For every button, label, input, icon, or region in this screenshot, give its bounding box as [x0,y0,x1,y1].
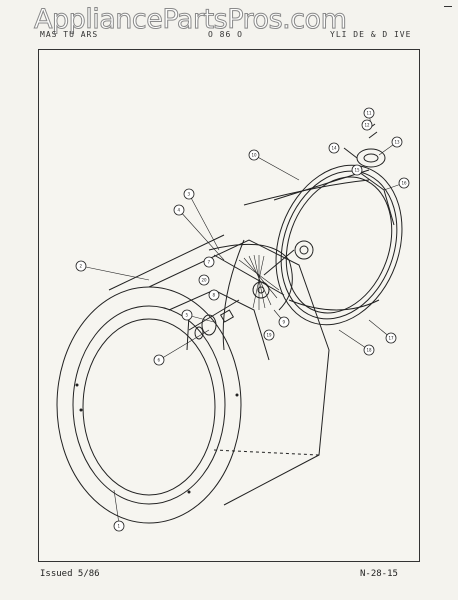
callout-10: 10 [248,149,260,161]
svg-text:19: 19 [267,333,273,338]
svg-text:20: 20 [202,278,208,283]
callout-18: 18 [363,344,375,356]
callout-16: 16 [398,177,410,189]
svg-text:12: 12 [365,123,371,128]
svg-text:5: 5 [186,313,189,318]
callout-1: 1 [113,520,125,532]
svg-text:17: 17 [389,336,395,341]
page-code: N-28-15 [360,569,398,579]
svg-text:13: 13 [395,140,401,145]
svg-text:10: 10 [252,153,258,158]
page-header: AppliancePartsPros.com MAS TU ARS O 86 O… [0,0,458,48]
callout-5: 5 [181,309,193,321]
header-assembly-title: YLI DE & D IVE [330,30,412,39]
exploded-parts-diagram: 1 2 3 4 5 6 7 8 9 10 11 12 13 14 15 16 1… [56,107,410,532]
svg-text:3: 3 [188,192,191,197]
svg-text:15: 15 [355,168,361,173]
svg-text:14: 14 [332,146,338,151]
header-model-number: O 86 O [208,30,243,39]
callout-7: 7 [203,256,215,268]
callout-14: 14 [328,142,340,154]
callout-8: 8 [208,289,220,301]
callout-2: 2 [75,260,87,272]
leader-lines [80,112,405,525]
svg-text:18: 18 [367,348,373,353]
issued-date: Issued 5/86 [40,569,100,579]
drive-belt [243,179,370,206]
rear-cylinder [263,164,403,326]
svg-text:4: 4 [178,208,181,213]
svg-text:8: 8 [213,293,216,298]
diagram-frame: 1 2 3 4 5 6 7 8 9 10 11 12 13 14 15 16 1… [38,49,420,562]
svg-text:2: 2 [80,264,83,269]
header-section-title: MAS TU ARS [40,30,99,39]
svg-text:7: 7 [208,260,211,265]
callout-19: 19 [263,329,275,341]
callout-4: 4 [173,204,185,216]
watermark: AppliancePartsPros.com [33,4,347,36]
svg-text:16: 16 [402,181,408,186]
pulley-assembly [343,123,395,226]
svg-text:6: 6 [158,358,161,363]
callout-11: 11 [363,107,375,119]
callout-17: 17 [385,332,397,344]
svg-text:1: 1 [118,524,121,529]
callout-15: 15 [351,164,363,176]
callout-3: 3 [183,188,195,200]
callout-12: 12 [361,119,373,131]
shaft-bearing-parts [188,299,240,340]
corner-mark [444,6,452,7]
basket-assembly [208,243,293,311]
callout-9: 9 [278,316,290,328]
callout-20: 20 [198,274,210,286]
svg-text:11: 11 [367,111,373,116]
callout-13: 13 [391,136,403,148]
svg-text:9: 9 [283,320,286,325]
callout-6: 6 [153,354,165,366]
